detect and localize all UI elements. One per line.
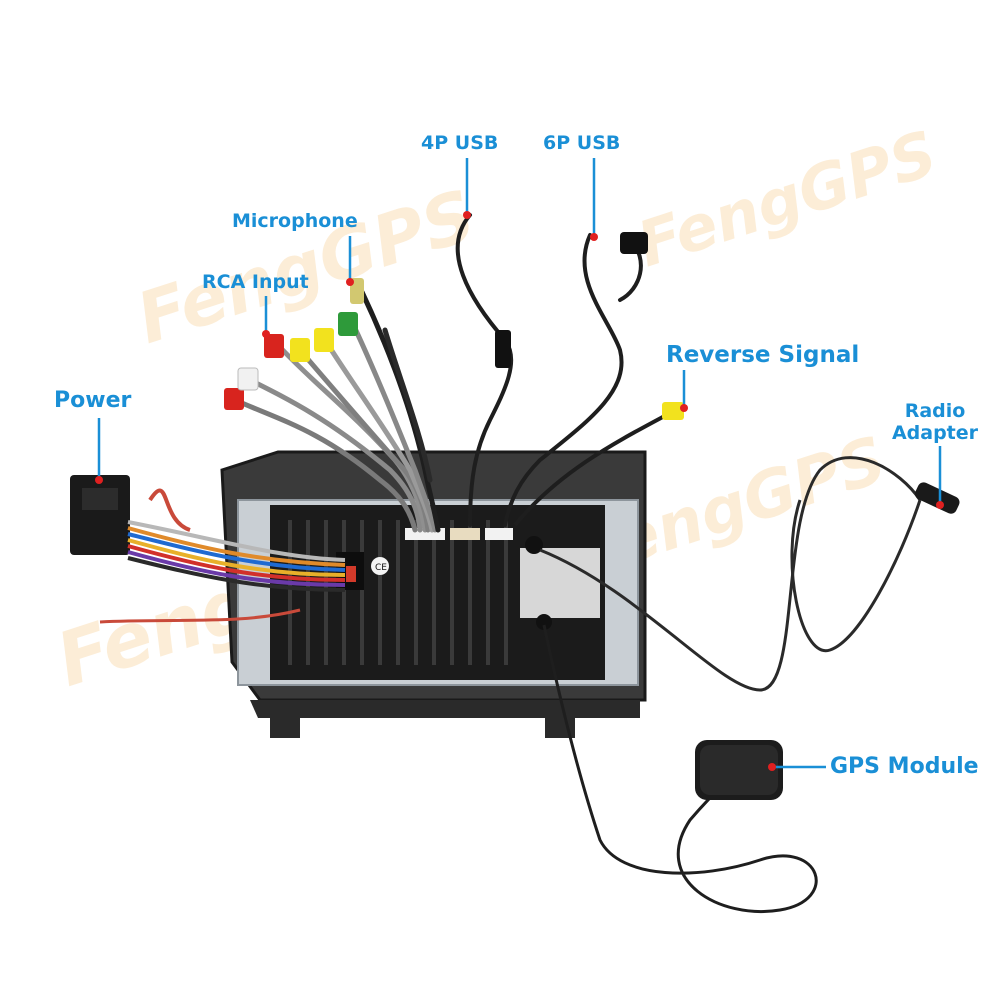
callout-markers — [95, 211, 944, 771]
label-rca-input: RCA Input — [202, 271, 309, 293]
label-gps-module: GPS Module — [830, 754, 979, 779]
label-6p-usb: 6P USB — [543, 132, 621, 154]
svg-text:CE: CE — [375, 563, 387, 573]
power-harness — [70, 475, 346, 624]
label-4p-usb: 4P USB — [421, 132, 499, 154]
radio-adapter-cable — [539, 456, 960, 692]
head-unit: CE — [220, 450, 647, 738]
label-microphone: Microphone — [232, 210, 358, 232]
rca-bundle — [224, 278, 441, 533]
gps-cable — [542, 624, 818, 913]
label-radio-adapter: Radio Adapter — [891, 400, 979, 445]
label-reverse-signal: Reverse Signal — [666, 342, 860, 368]
gps-module — [695, 740, 783, 800]
usb-cables — [455, 213, 648, 527]
reverse-cable — [513, 402, 684, 527]
callout-leaders — [97, 158, 942, 769]
label-power: Power — [54, 388, 132, 413]
